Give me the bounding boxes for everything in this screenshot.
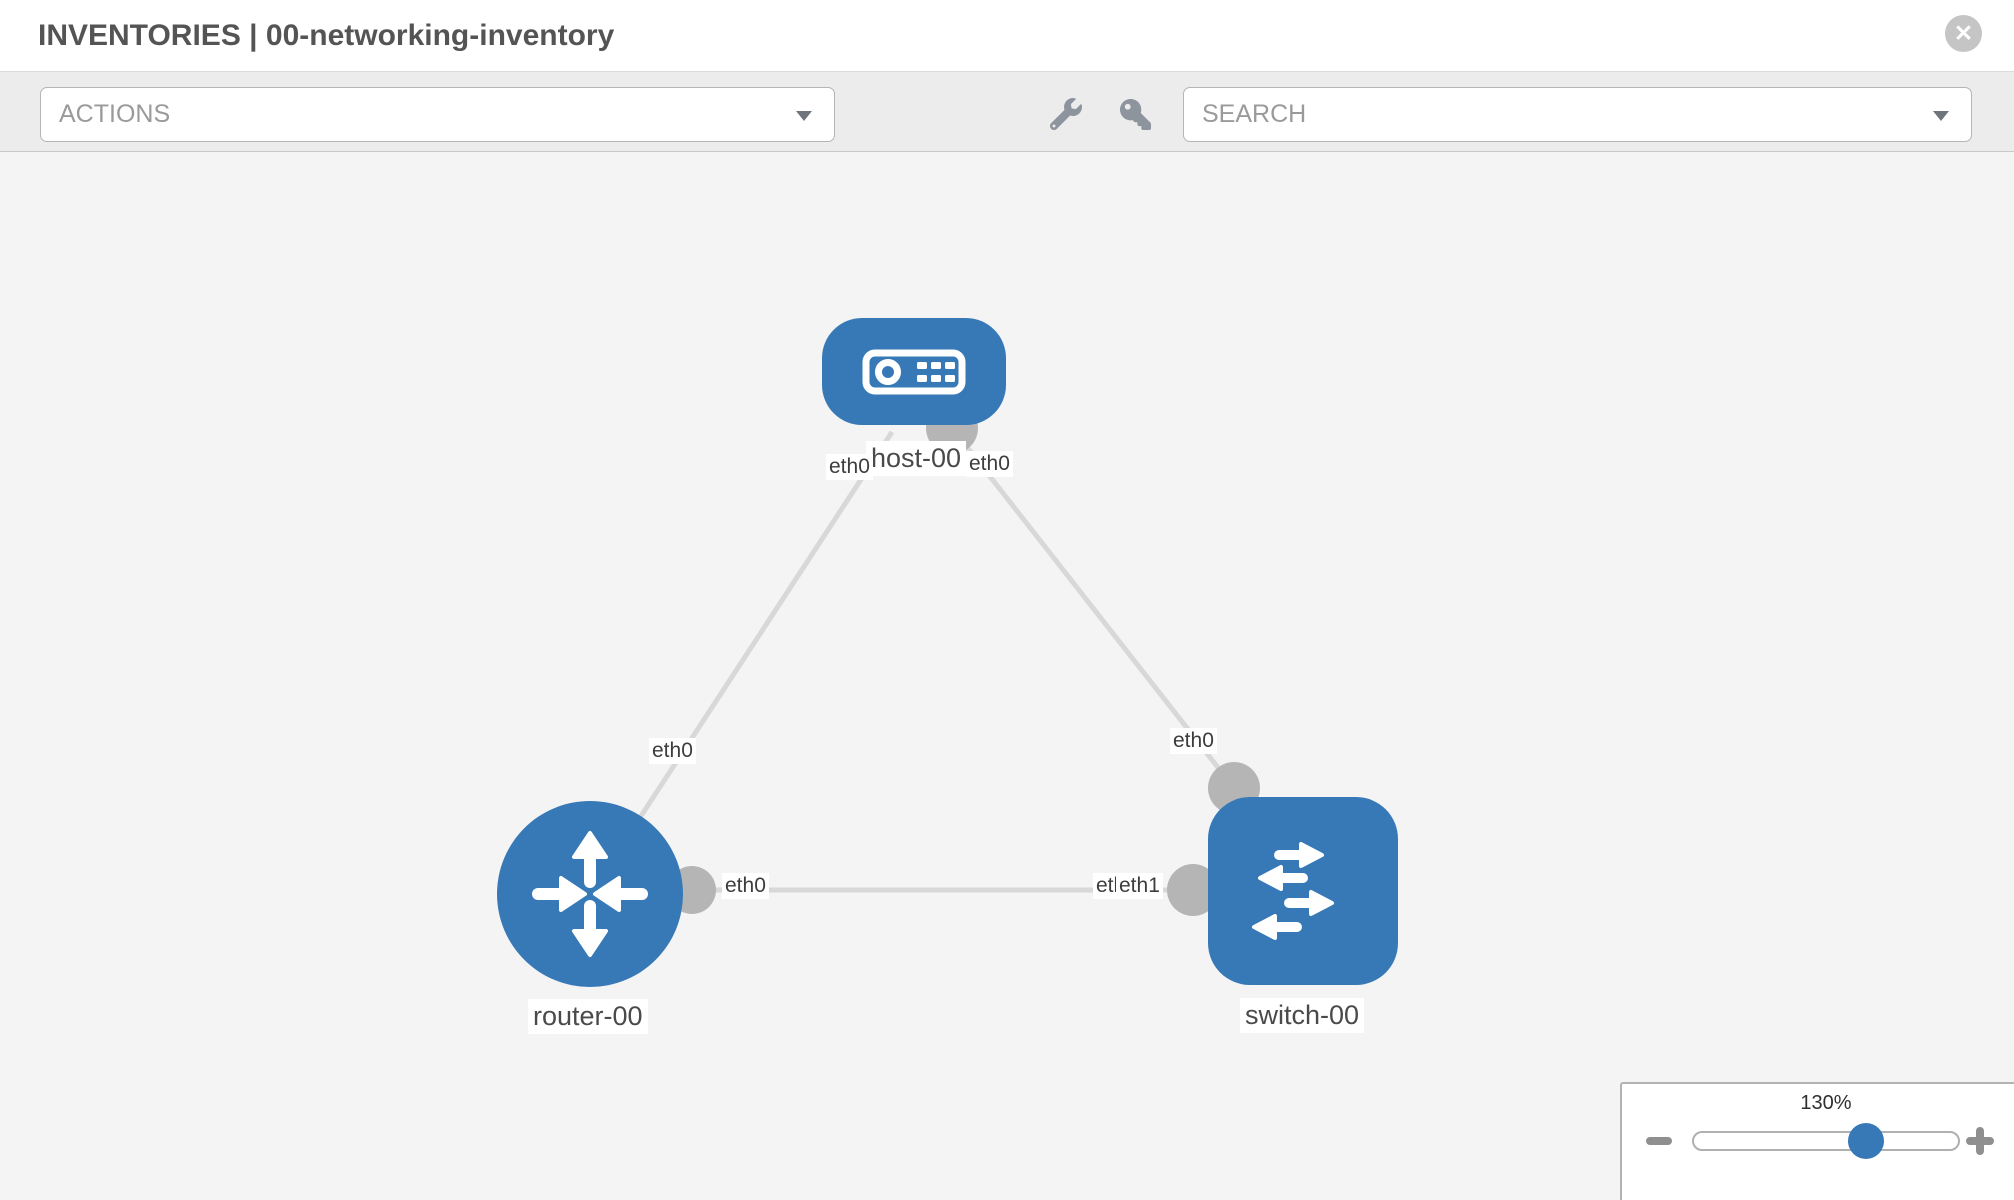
chevron-down-icon xyxy=(1933,111,1949,121)
zoom-widget: 130% xyxy=(1620,1082,2014,1200)
actions-dropdown[interactable]: ACTIONS xyxy=(40,87,835,142)
router-icon xyxy=(532,831,648,957)
interface-connector-switch-left xyxy=(1167,864,1219,916)
search-dropdown-label: SEARCH xyxy=(1202,100,1307,128)
zoom-slider-track[interactable] xyxy=(1692,1131,1960,1151)
page-title: INVENTORIES | 00-networking-inventory xyxy=(38,19,615,52)
node-router-00[interactable] xyxy=(497,801,683,987)
node-label-router: router-00 xyxy=(528,999,648,1034)
node-host-00[interactable] xyxy=(822,318,1006,425)
tools-button[interactable] xyxy=(1049,98,1082,131)
node-label-switch: switch-00 xyxy=(1240,998,1365,1033)
iface-label-link1-mid: eth0 xyxy=(649,738,696,764)
iface-label-link3-router: eth0 xyxy=(722,873,769,899)
iface-label-link3-switch: eth1 xyxy=(1116,873,1163,899)
chevron-down-icon xyxy=(796,111,812,121)
iface-label-link2-host: eth0 xyxy=(966,451,1013,477)
zoom-slider-thumb[interactable] xyxy=(1848,1123,1884,1159)
key-icon xyxy=(1120,99,1151,130)
iface-label-link1-host: eth0 xyxy=(826,454,873,480)
node-switch-00[interactable] xyxy=(1208,797,1398,985)
zoom-in-button[interactable] xyxy=(1966,1127,1994,1155)
header-bar: INVENTORIES | 00-networking-inventory xyxy=(0,0,2014,71)
wrench-icon xyxy=(1049,98,1082,131)
zoom-out-button[interactable] xyxy=(1646,1137,1672,1145)
host-icon xyxy=(862,349,966,394)
actions-dropdown-label: ACTIONS xyxy=(59,100,171,128)
close-button[interactable]: ✕ xyxy=(1945,15,1982,52)
node-label-host: host-00 xyxy=(866,441,967,476)
search-dropdown[interactable]: SEARCH xyxy=(1183,87,1972,142)
toolbar: ACTIONS SEARCH xyxy=(0,71,2014,152)
iface-label-link2-mid: eth0 xyxy=(1170,728,1217,754)
close-icon: ✕ xyxy=(1953,20,1974,46)
switch-icon xyxy=(1252,842,1334,940)
credentials-button[interactable] xyxy=(1120,99,1152,131)
zoom-level-value: 130% xyxy=(1800,1092,1852,1114)
plus-icon-vertical-bar xyxy=(1976,1127,1984,1155)
